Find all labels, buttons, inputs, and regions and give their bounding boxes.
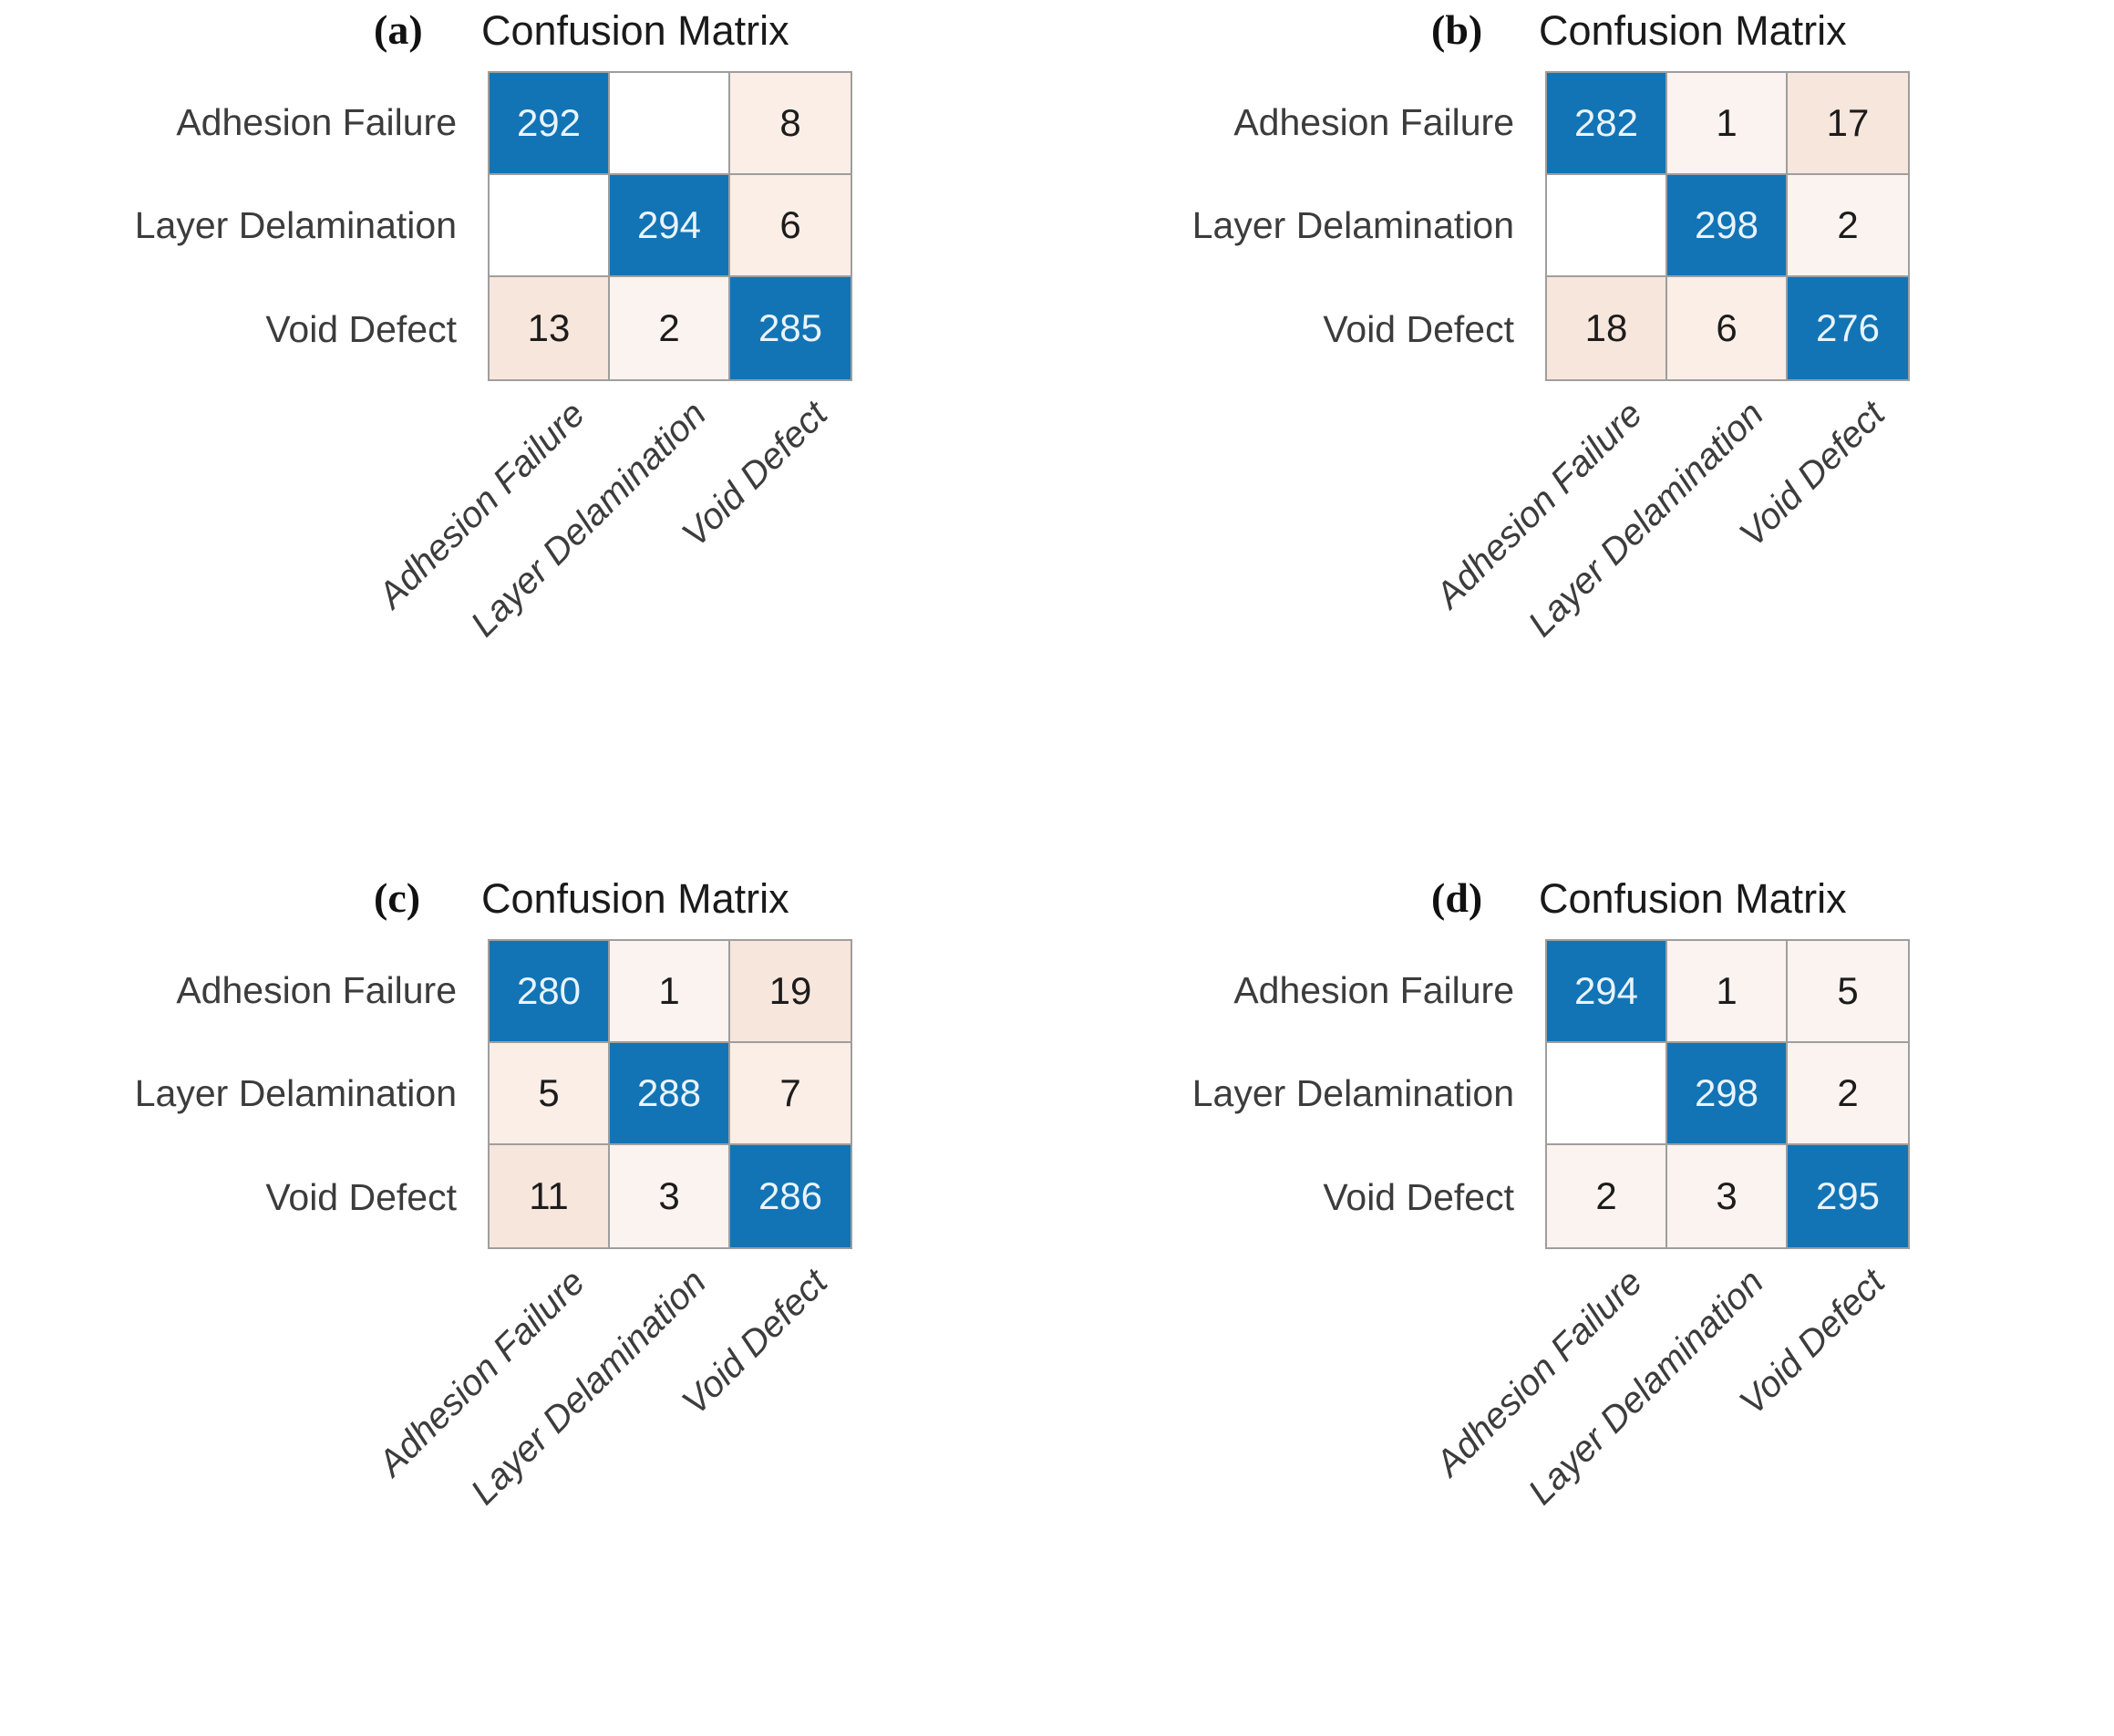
x-axis-labels-b: Adhesion Failure Layer Delamination Void…	[1428, 381, 1910, 645]
panel-title-b: Confusion Matrix	[1539, 7, 1847, 54]
y-tick-label: Void Defect	[265, 1175, 457, 1218]
panel-title-c: Confusion Matrix	[481, 875, 789, 922]
y-tick-label: Layer Delamination	[134, 1072, 457, 1115]
x-tick-label: Layer Delamination	[463, 1262, 715, 1513]
x-axis-labels-c: Adhesion Failure Layer Delamination Void…	[371, 1249, 852, 1513]
matrix-cell: 6	[1667, 277, 1788, 379]
matrix-cell: 294	[1547, 941, 1667, 1043]
matrix-cell: 3	[1667, 1145, 1788, 1247]
matrix-cell: 292	[490, 73, 610, 175]
matrix-cell: 298	[1667, 1043, 1788, 1145]
matrix-cell: 17	[1788, 73, 1908, 175]
matrix-grid-b: 282 1 17 298 2 18 6 276	[1545, 71, 1910, 381]
matrix-cell: 2	[1547, 1145, 1667, 1247]
y-tick-label: Layer Delamination	[1191, 1072, 1514, 1115]
panel-b: (b) Confusion Matrix Adhesion Failure La…	[1057, 0, 2114, 868]
matrix-cell	[490, 175, 610, 277]
matrix-cell	[1547, 1043, 1667, 1145]
matrix-cell: 286	[730, 1145, 851, 1247]
matrix-cell: 288	[610, 1043, 730, 1145]
x-tick-label: Adhesion Failure	[1428, 1262, 1651, 1484]
matrix-cell: 19	[730, 941, 851, 1043]
panel-letter-b: (b)	[1431, 6, 1483, 53]
matrix-cell: 294	[610, 175, 730, 277]
matrix-cell: 285	[730, 277, 851, 379]
matrix-cell: 295	[1788, 1145, 1908, 1247]
panel-title-d: Confusion Matrix	[1539, 875, 1847, 922]
matrix-cell: 1	[1667, 941, 1788, 1043]
y-tick-label: Layer Delamination	[134, 204, 457, 247]
x-tick-label: Layer Delamination	[1521, 394, 1772, 645]
y-tick-label: Adhesion Failure	[176, 969, 457, 1012]
matrix-cell	[610, 73, 730, 175]
matrix-cell: 18	[1547, 277, 1667, 379]
x-axis-labels-d: Adhesion Failure Layer Delamination Void…	[1428, 1249, 1910, 1513]
y-axis-labels-a: Adhesion Failure Layer Delamination Void…	[0, 71, 469, 381]
matrix-cell: 298	[1667, 175, 1788, 277]
matrix-cell: 1	[610, 941, 730, 1043]
y-tick-label: Adhesion Failure	[176, 101, 457, 144]
matrix-cell: 8	[730, 73, 851, 175]
y-axis-labels-d: Adhesion Failure Layer Delamination Void…	[1057, 939, 1527, 1249]
panel-title-a: Confusion Matrix	[481, 7, 789, 54]
matrix-cell: 2	[610, 277, 730, 379]
x-tick-label: Adhesion Failure	[370, 394, 593, 616]
x-tick-label: Layer Delamination	[1521, 1262, 1772, 1513]
matrix-cell: 7	[730, 1043, 851, 1145]
panel-letter-d: (d)	[1431, 874, 1483, 921]
x-tick-label: Layer Delamination	[463, 394, 715, 645]
y-tick-label: Void Defect	[1323, 307, 1514, 350]
matrix-cell: 13	[490, 277, 610, 379]
matrix-cell: 5	[1788, 941, 1908, 1043]
matrix-cell: 1	[1667, 73, 1788, 175]
panel-letter-c: (c)	[374, 874, 421, 921]
matrix-cell: 11	[490, 1145, 610, 1247]
y-tick-label: Void Defect	[1323, 1175, 1514, 1218]
panel-a: (a) Confusion Matrix Adhesion Failure La…	[0, 0, 1057, 868]
x-tick-label: Adhesion Failure	[370, 1262, 593, 1484]
matrix-cell: 280	[490, 941, 610, 1043]
matrix-grid-d: 294 1 5 298 2 2 3 295	[1545, 939, 1910, 1249]
panel-letter-a: (a)	[374, 6, 423, 53]
matrix-cell	[1547, 175, 1667, 277]
matrix-cell: 5	[490, 1043, 610, 1145]
matrix-cell: 6	[730, 175, 851, 277]
y-axis-labels-c: Adhesion Failure Layer Delamination Void…	[0, 939, 469, 1249]
y-tick-label: Adhesion Failure	[1233, 969, 1514, 1012]
y-tick-label: Void Defect	[265, 307, 457, 350]
matrix-cell: 3	[610, 1145, 730, 1247]
x-tick-label: Adhesion Failure	[1428, 394, 1651, 616]
panel-c: (c) Confusion Matrix Adhesion Failure La…	[0, 868, 1057, 1736]
y-tick-label: Layer Delamination	[1191, 204, 1514, 247]
matrix-grid-c: 280 1 19 5 288 7 11 3 286	[488, 939, 852, 1249]
y-axis-labels-b: Adhesion Failure Layer Delamination Void…	[1057, 71, 1527, 381]
x-axis-labels-a: Adhesion Failure Layer Delamination Void…	[371, 381, 852, 645]
panel-d: (d) Confusion Matrix Adhesion Failure La…	[1057, 868, 2114, 1736]
matrix-cell: 2	[1788, 175, 1908, 277]
matrix-cell: 282	[1547, 73, 1667, 175]
y-tick-label: Adhesion Failure	[1233, 101, 1514, 144]
matrix-cell: 276	[1788, 277, 1908, 379]
matrix-cell: 2	[1788, 1043, 1908, 1145]
matrix-grid-a: 292 8 294 6 13 2 285	[488, 71, 852, 381]
